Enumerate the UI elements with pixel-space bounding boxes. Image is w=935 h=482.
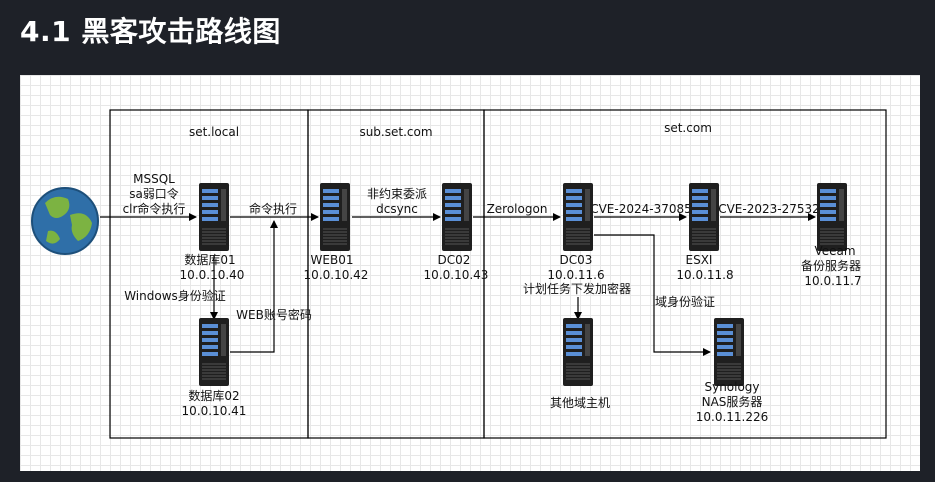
server-icon-db01 — [198, 182, 230, 252]
node-name-other-hosts: 其他域主机 — [550, 396, 610, 410]
server-icon-veeam — [816, 182, 848, 252]
internet-globe-icon — [31, 187, 99, 255]
zone-label-sub-set-com: sub.set.com — [359, 125, 432, 139]
node-name-esxi: ESXI — [686, 253, 713, 267]
zone-label-set-local: set.local — [189, 125, 239, 139]
node-ip-db01: 10.0.10.40 — [180, 268, 245, 282]
server-icon-nas — [713, 317, 745, 387]
attack-path-diagram: set.local sub.set.com set.com MSSQL sa弱口… — [31, 109, 887, 439]
node-ip-esxi: 10.0.11.8 — [676, 268, 733, 282]
page-title: 4.1 黑客攻击路线图 — [20, 15, 281, 48]
edge-label-command-exec: 命令执行 — [249, 201, 297, 216]
node-name-dc02: DC02 — [438, 253, 471, 267]
edge-label-scheduled-task: 计划任务下发加密器 — [523, 281, 631, 296]
node-ip-dc03: 10.0.11.6 — [547, 268, 604, 282]
server-icon-dc03 — [562, 182, 594, 252]
edge-dc03-nas — [594, 234, 711, 356]
edge-label-zerologon: Zerologon — [487, 202, 548, 216]
zone-label-set-com: set.com — [664, 121, 712, 135]
node-ip-nas: 10.0.11.226 — [696, 410, 769, 424]
server-icon-db02 — [198, 317, 230, 387]
node-name-db01: 数据库01 — [184, 252, 235, 267]
node-ip-web01: 10.0.10.42 — [304, 268, 369, 282]
zone-set-com — [483, 109, 887, 439]
edge-label-weak-password: sa弱口令 — [129, 186, 179, 201]
server-icon-esxi — [688, 182, 720, 252]
diagram-canvas: set.local sub.set.com set.com MSSQL sa弱口… — [20, 75, 920, 471]
server-icon-dc02 — [441, 182, 473, 252]
node-role-veeam: 备份服务器 — [801, 258, 861, 273]
node-name-nas: Synology — [704, 380, 759, 394]
node-name-veeam: Veeam — [814, 244, 855, 258]
node-ip-db02: 10.0.10.41 — [182, 404, 247, 418]
edge-label-clr-exec: clr命令执行 — [123, 201, 186, 216]
node-role-nas: NAS服务器 — [702, 394, 763, 409]
edge-label-cve-2023-27532: CVE-2023-27532 — [718, 202, 820, 216]
edge-label-cve-2024-37085: CVE-2024-37085 — [590, 202, 692, 216]
server-icon-web01 — [319, 182, 351, 252]
node-name-web01: WEB01 — [311, 253, 354, 267]
edge-label-web-credentials: WEB账号密码 — [236, 307, 312, 322]
node-ip-dc02: 10.0.10.43 — [424, 268, 489, 282]
edge-label-domain-auth: 域身份验证 — [655, 294, 715, 309]
server-icon-other-hosts — [562, 317, 594, 387]
edge-label-unconstrained-delegation: 非约束委派 — [367, 186, 427, 201]
edge-db02-web01 — [230, 220, 278, 353]
edge-label-mssql: MSSQL — [133, 172, 175, 186]
node-name-dc03: DC03 — [560, 253, 593, 267]
node-name-db02: 数据库02 — [188, 388, 239, 403]
edge-label-dcsync: dcsync — [376, 202, 418, 216]
edge-label-windows-auth: Windows身份验证 — [124, 288, 226, 303]
node-ip-veeam: 10.0.11.7 — [804, 274, 861, 288]
